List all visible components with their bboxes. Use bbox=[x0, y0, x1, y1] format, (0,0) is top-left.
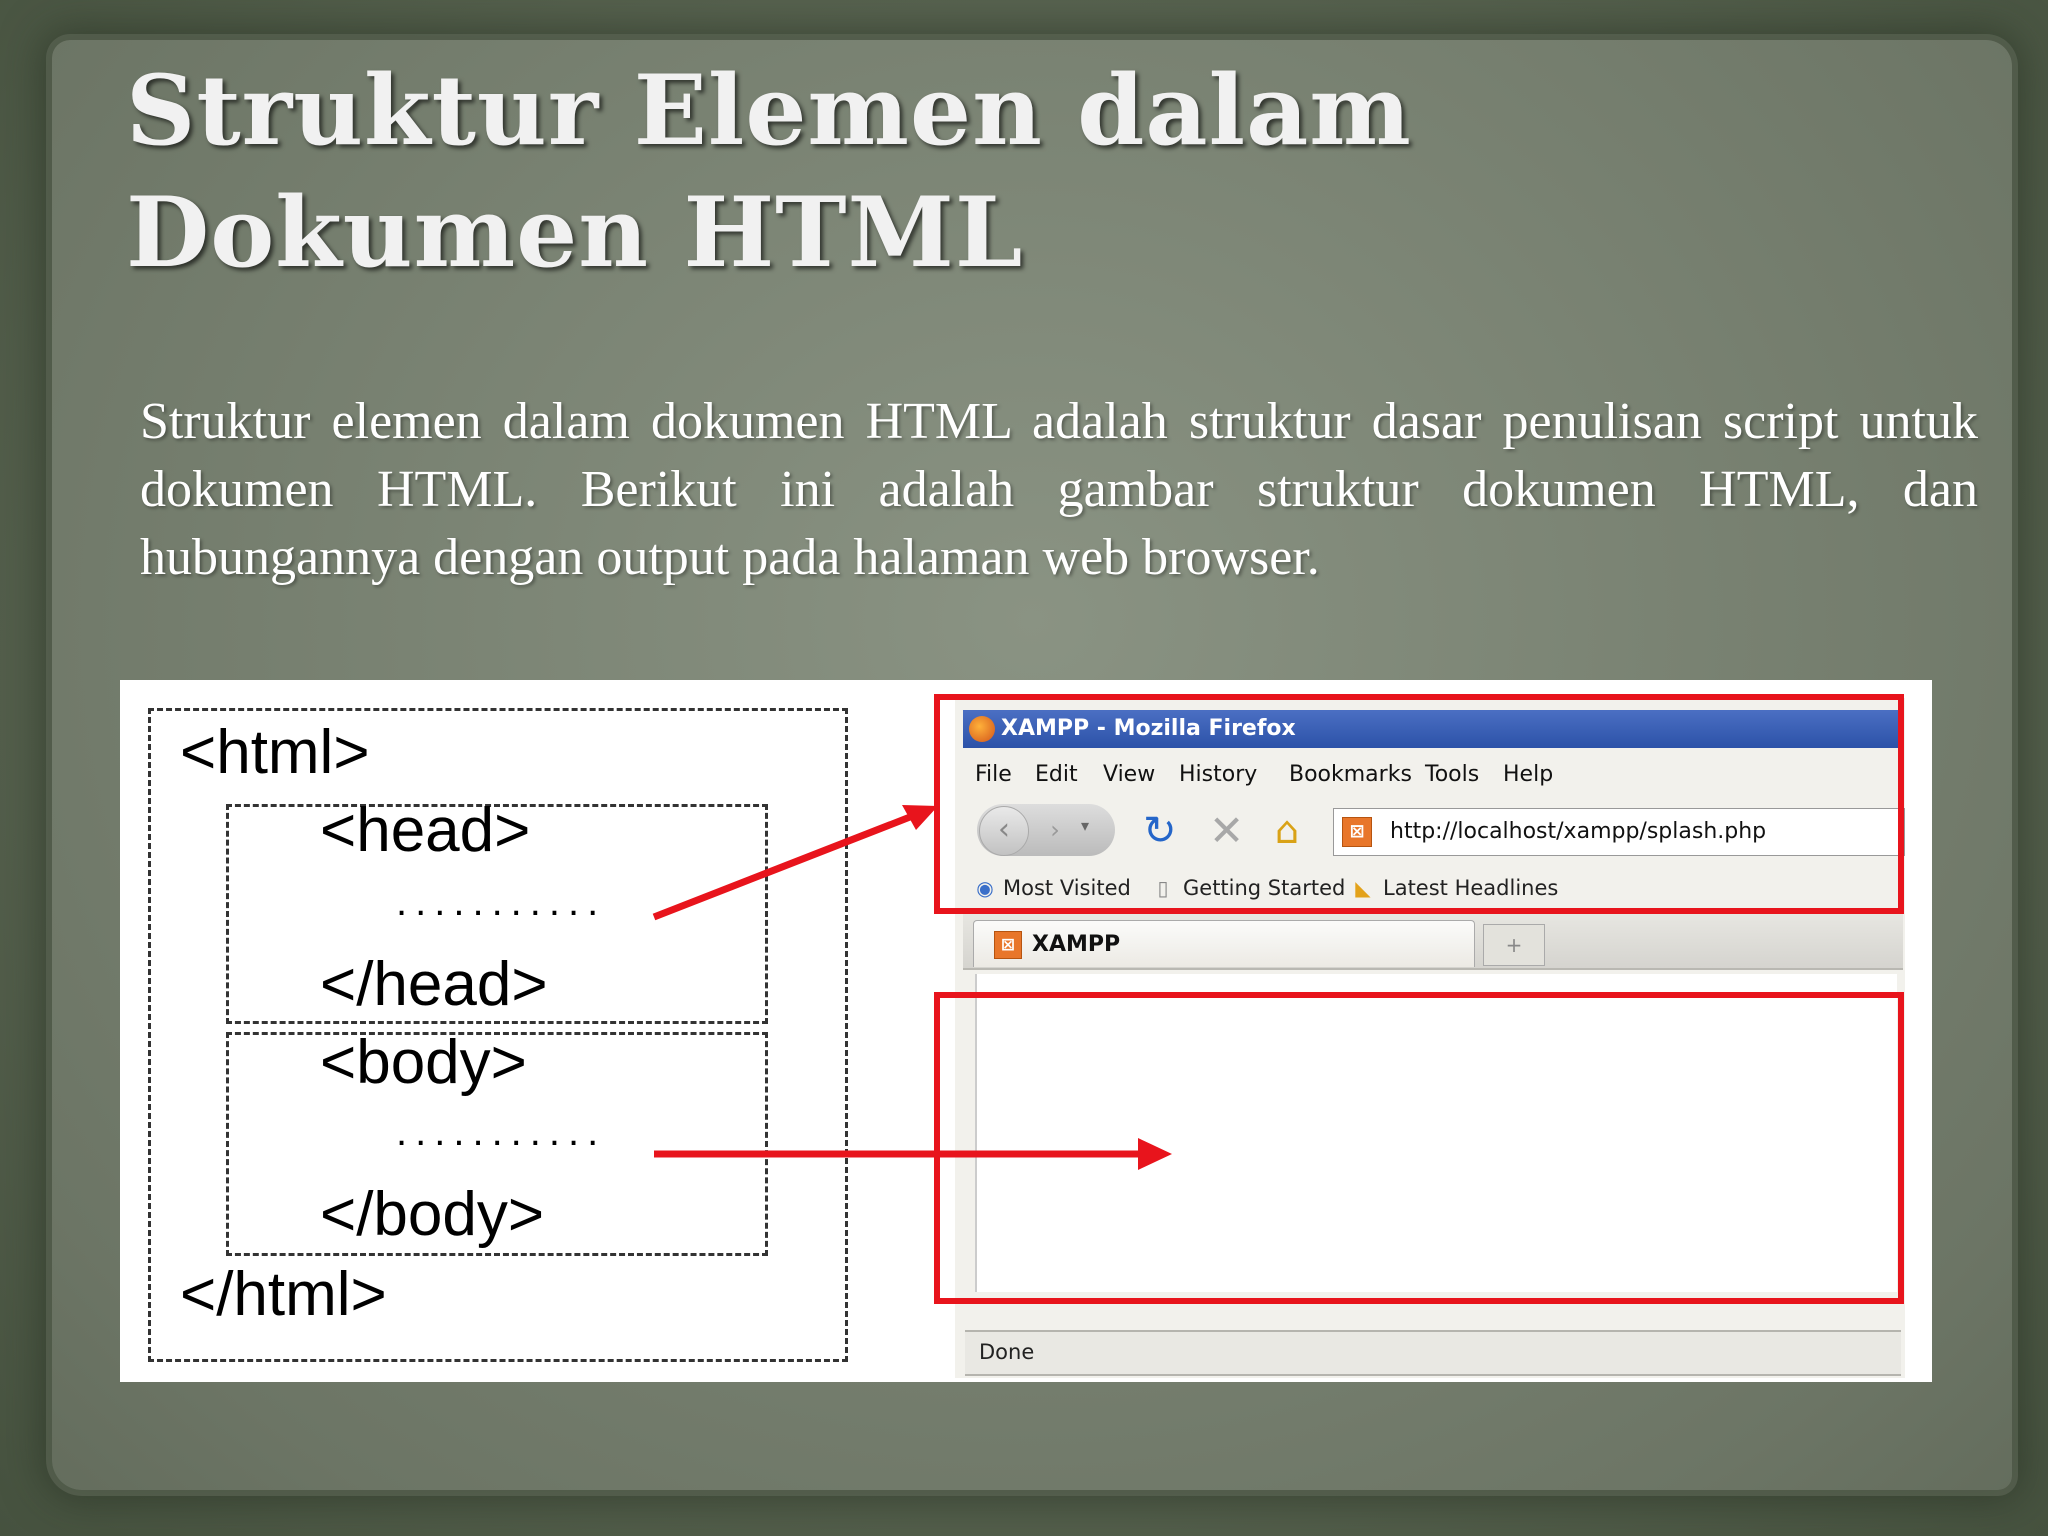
html-close-tag: </html> bbox=[180, 1260, 387, 1329]
home-icon[interactable]: ⌂ bbox=[1275, 808, 1300, 852]
body-box bbox=[226, 1032, 768, 1256]
tab-xampp[interactable]: ⊠ XAMPP bbox=[973, 920, 1475, 967]
menu-bookmarks[interactable]: Bookmarks bbox=[1289, 762, 1412, 787]
status-bar: Done bbox=[965, 1330, 1901, 1376]
menu-help[interactable]: Help bbox=[1503, 762, 1554, 787]
reload-icon[interactable]: ↻ bbox=[1143, 808, 1177, 854]
tab-label: XAMPP bbox=[1032, 932, 1121, 957]
html-open-tag: <html> bbox=[180, 718, 370, 787]
bookmarks-toolbar: ◉ Most Visited ▯ Getting Started ◣ Lates… bbox=[963, 870, 1903, 906]
body-close-tag: </body> bbox=[320, 1180, 545, 1249]
url-text: http://localhost/xampp/splash.php bbox=[1390, 819, 1767, 844]
firefox-logo-icon bbox=[969, 716, 995, 742]
menu-edit[interactable]: Edit bbox=[1035, 762, 1078, 787]
window-titlebar: XAMPP - Mozilla Firefox bbox=[963, 710, 1903, 748]
head-close-tag: </head> bbox=[320, 950, 548, 1019]
head-to-chrome-arrow bbox=[652, 813, 912, 921]
page-icon: ▯ bbox=[1157, 876, 1169, 900]
xampp-tab-favicon-icon: ⊠ bbox=[994, 931, 1022, 959]
slide-title: Struktur Elemen dalam Dokumen HTML bbox=[126, 54, 1412, 289]
rss-feed-icon: ◣ bbox=[1355, 876, 1371, 900]
bookmark-most-visited[interactable]: Most Visited bbox=[1003, 876, 1131, 900]
status-text: Done bbox=[979, 1340, 1035, 1364]
structure-figure: <html> <head> ........... </head> <body>… bbox=[120, 680, 1932, 1382]
most-visited-icon: ◉ bbox=[976, 876, 994, 900]
body-arrowhead bbox=[1138, 1138, 1172, 1170]
navigation-toolbar: ‹ › ▾ ↻ ✕ ⌂ ⊠ http://localhost/xampp/spl… bbox=[963, 798, 1905, 864]
mapping-arrows bbox=[652, 805, 1172, 1170]
page-content-area bbox=[975, 974, 1897, 1292]
firefox-window: XAMPP - Mozilla Firefox File Edit View H… bbox=[955, 698, 1905, 1378]
body-content-dots: ........... bbox=[396, 1110, 607, 1154]
back-button[interactable]: ‹ bbox=[979, 806, 1029, 856]
tab-bar: ⊠ XAMPP + bbox=[963, 914, 1903, 970]
html-outer-box bbox=[148, 708, 848, 1362]
stop-icon[interactable]: ✕ bbox=[1209, 806, 1245, 855]
menu-tools[interactable]: Tools bbox=[1425, 762, 1480, 787]
menu-history[interactable]: History bbox=[1179, 762, 1258, 787]
head-open-tag: <head> bbox=[320, 796, 531, 865]
menu-view[interactable]: View bbox=[1103, 762, 1156, 787]
head-content-dots: ........... bbox=[396, 880, 607, 924]
url-bar[interactable]: ⊠ http://localhost/xampp/splash.php bbox=[1333, 808, 1905, 856]
forward-button[interactable]: › bbox=[1050, 816, 1060, 844]
menu-file[interactable]: File bbox=[975, 762, 1012, 787]
history-dropdown-icon[interactable]: ▾ bbox=[1081, 816, 1090, 835]
chrome-highlight-box bbox=[934, 694, 1904, 914]
slide-body-text: Struktur elemen dalam dokumen HTML adala… bbox=[140, 393, 1978, 586]
menu-bar: File Edit View History Bookmarks Tools H… bbox=[963, 754, 1903, 794]
window-title: XAMPP - Mozilla Firefox bbox=[1001, 716, 1296, 741]
body-open-tag: <body> bbox=[320, 1028, 527, 1097]
new-tab-button[interactable]: + bbox=[1483, 924, 1545, 966]
head-arrowhead bbox=[902, 805, 938, 830]
xampp-favicon-icon: ⊠ bbox=[1342, 817, 1372, 847]
bookmark-latest-headlines[interactable]: Latest Headlines bbox=[1383, 876, 1559, 900]
head-box bbox=[226, 804, 768, 1024]
bookmark-getting-started[interactable]: Getting Started bbox=[1183, 876, 1346, 900]
content-highlight-box bbox=[934, 992, 1904, 1304]
